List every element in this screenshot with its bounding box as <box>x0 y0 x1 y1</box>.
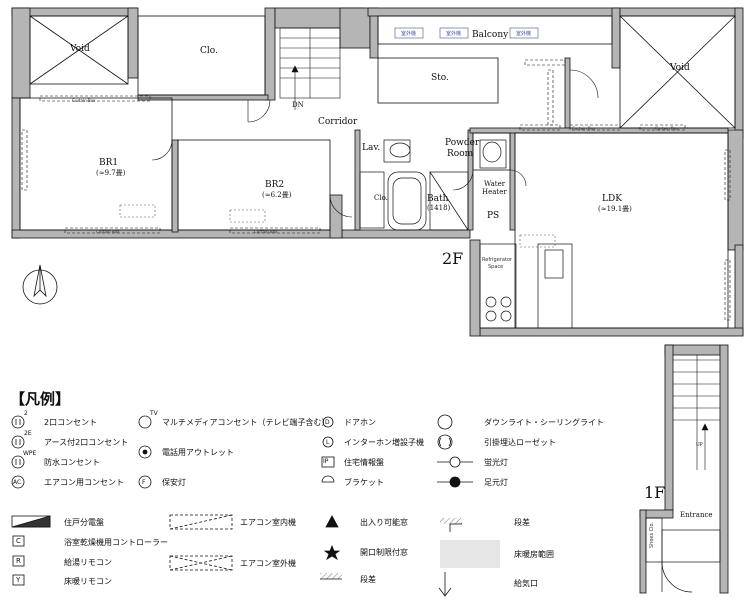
curtain-boxes <box>21 59 731 321</box>
stairs-up-label: UP <box>696 442 703 448</box>
legend-air-inlet: 給気口 <box>514 579 538 588</box>
room-br1: BR1 <box>99 158 119 168</box>
legend-sup: WPE <box>23 450 37 457</box>
curtain-box-label-2: Curtain Box <box>96 229 120 234</box>
legend-step-level: 段差 <box>514 518 530 527</box>
room-powder-2: Room <box>447 149 474 159</box>
room-clo: Clo. <box>200 46 218 56</box>
void-right-box <box>619 15 736 129</box>
legend-sup: C <box>16 537 21 545</box>
room-ldk-area: (≈19.1畳) <box>598 205 632 213</box>
north-compass <box>22 264 58 305</box>
legend-sup: TV <box>150 410 158 417</box>
legend-outlet-2e: アース付2口コンセント <box>44 438 129 447</box>
legend-floor-heating-range: 床暖房範囲 <box>514 550 554 559</box>
stairs-2f <box>279 27 341 110</box>
legend-fluorescent-light: 蛍光灯 <box>484 458 508 467</box>
legend-ceiling-rosette: 引掛埋込ローゼット <box>484 438 556 447</box>
room-void-right: Void <box>670 63 690 73</box>
legend-distribution-board: 住戸分電盤 <box>64 518 104 527</box>
legend-sup: 2 <box>24 410 28 417</box>
water-heater-2: Heater <box>482 188 507 196</box>
water-heater-1: Water <box>484 180 506 188</box>
floor-label-2f: 2F <box>442 249 464 268</box>
legend-sup: L <box>326 439 330 446</box>
room-void-left: Void <box>70 44 90 54</box>
curtain-box-label-3: Curtain Box <box>254 229 278 234</box>
room-sto: Sto. <box>431 73 449 83</box>
room-br2: BR2 <box>265 180 285 190</box>
curtain-box-label-4: Curtain Box <box>572 126 596 131</box>
bath-fixtures <box>359 139 507 231</box>
legend-sup: D <box>325 419 330 426</box>
legend-sup: AC <box>13 479 22 486</box>
room-ps: PS <box>487 211 500 221</box>
legend-ac-outdoor: エアコン室外機 <box>240 559 296 568</box>
legend-restricted-window: 開口制限付窓 <box>360 548 408 557</box>
legend-step: 段差 <box>360 575 376 584</box>
legend-outlet-ac: エアコン用コンセント <box>44 478 124 487</box>
door-swings <box>151 69 599 218</box>
walls-1f <box>639 344 729 594</box>
legend-intercom: インターホン増設子機 <box>344 438 424 447</box>
room-powder-1: Powder <box>445 138 480 148</box>
curtain-box-label-5: Curtain Box <box>655 126 679 131</box>
legend-entry-window: 出入り可能窓 <box>360 518 408 527</box>
room-br1-area: (≈9.7畳) <box>96 169 126 177</box>
legend-sup: Y <box>16 576 21 584</box>
legend-sup: IP <box>323 458 329 465</box>
legend-foot-light: 足元灯 <box>484 478 508 487</box>
legend-downlight: ダウンライト・シーリングライト <box>484 418 604 427</box>
legend-door-phone: ドアホン <box>344 418 376 427</box>
legend-symbols <box>11 414 500 597</box>
void-left-box <box>29 15 129 85</box>
legend-bath-dryer-controller: 浴室乾燥機用コントローラー <box>64 538 168 547</box>
room-entrance: Entrance <box>680 511 713 519</box>
legend-outlet-2: 2口コンセント <box>44 418 98 427</box>
room-outlines <box>19 15 729 329</box>
legend-bracket-light: ブラケット <box>344 478 384 487</box>
floor-label-1f: 1F <box>644 483 666 502</box>
entrance-1f <box>645 517 721 593</box>
legend-sup: F <box>142 479 146 486</box>
legend-phone-outlet: 電話用アウトレット <box>162 448 234 457</box>
legend-floor-heating-remote: 床暖リモコン <box>64 577 112 586</box>
legend-sup: 2E <box>24 430 32 437</box>
room-corridor: Corridor <box>318 117 358 127</box>
room-bath: Bath <box>427 194 449 204</box>
legend-multimedia-outlet: マルチメディアコンセント（テレビ端子含む） <box>162 418 330 427</box>
outdoor-unit-tag: 室外機 <box>401 31 417 37</box>
legend-title: 【凡例】 <box>10 390 71 408</box>
outdoor-unit-tag: 室外機 <box>446 31 462 37</box>
stairs-down-label: DN <box>292 101 304 109</box>
legend-sup: R <box>16 557 21 565</box>
refrigerator-1: Refrigerator <box>482 257 512 263</box>
legend-hot-water-remote: 給湯リモコン <box>64 558 112 567</box>
room-lav: Lav. <box>362 143 381 153</box>
outdoor-unit-tag: 室外機 <box>516 31 532 37</box>
legend-outlet-wpe: 防水コンセント <box>44 458 100 467</box>
refrigerator-2: Space <box>488 264 504 270</box>
kitchen-counter <box>479 243 573 329</box>
legend-home-info-panel: 住宅情報盤 <box>344 458 384 467</box>
curtain-box-label-1: Curtain Box <box>72 98 96 103</box>
stairs-1f <box>673 355 720 470</box>
room-balcony: Balcony <box>472 30 509 40</box>
room-clo-2: Clo. <box>374 194 388 202</box>
legend-security-light: 保安灯 <box>162 478 186 487</box>
legend-ac-indoor: エアコン室内機 <box>240 518 296 527</box>
room-bath-size: (1418) <box>427 204 451 212</box>
room-br2-area: (≈6.2畳) <box>262 191 292 199</box>
room-shoes-clo: Shoes Clo. <box>649 521 655 548</box>
balcony-outdoor-units <box>394 27 539 39</box>
room-ldk: LDK <box>602 194 622 204</box>
ac-indoor-units <box>119 204 556 248</box>
